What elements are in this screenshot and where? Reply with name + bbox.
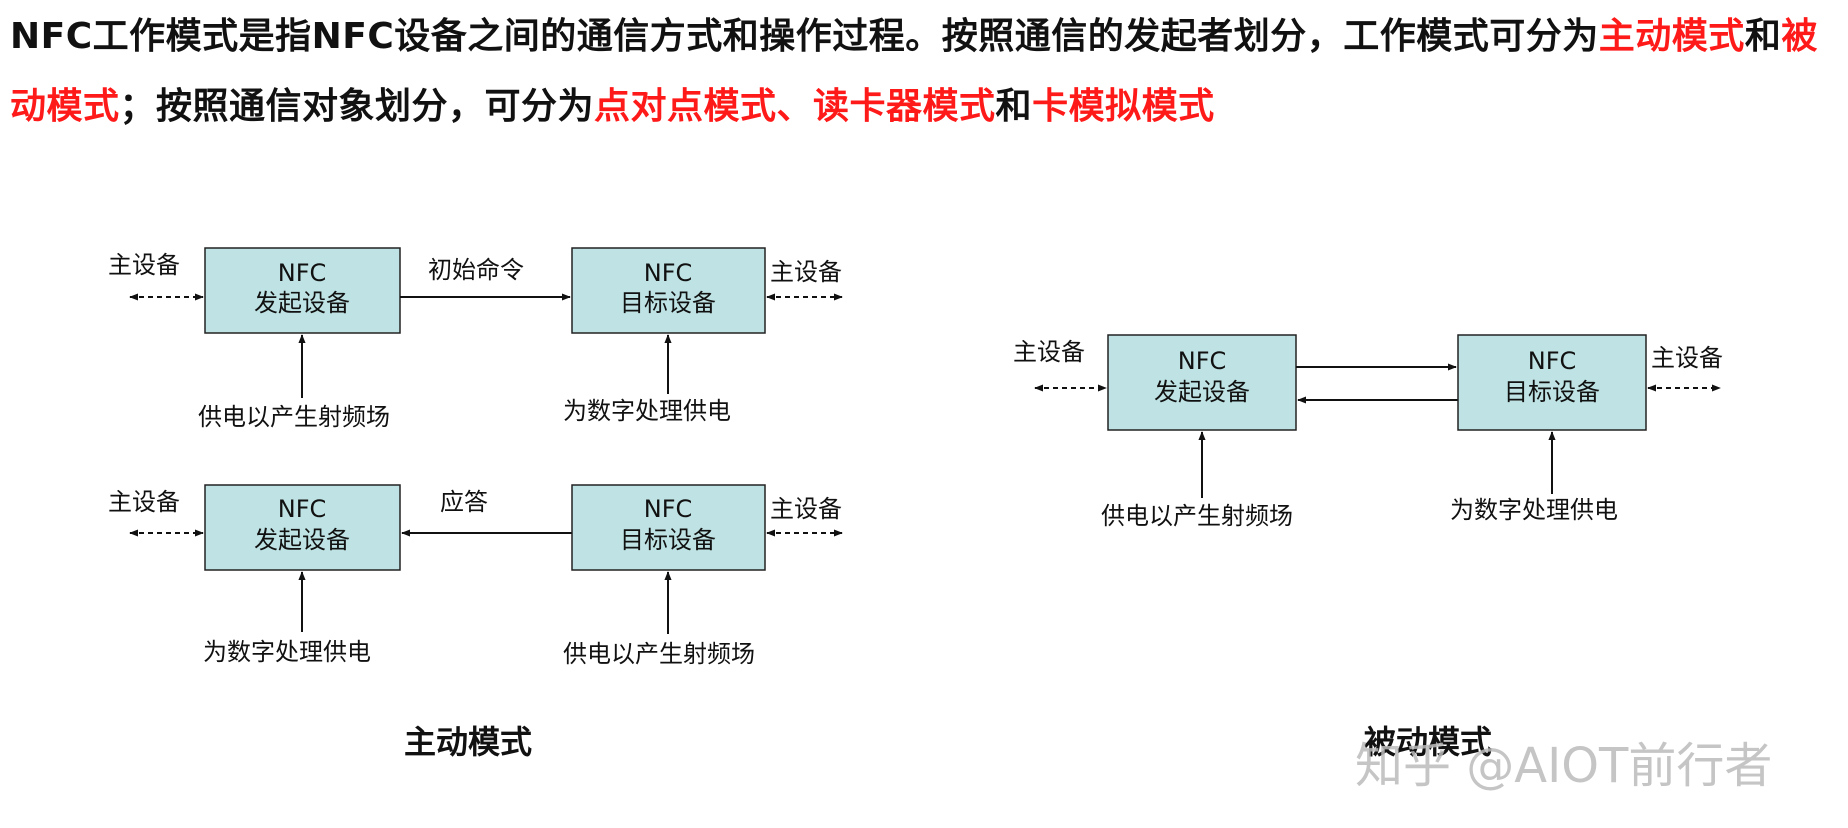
intro-highlight-p2p-reader: 点对点模式、读卡器模式	[594, 86, 996, 127]
nfc-target-box	[571, 484, 766, 571]
target-label: 目标设备	[620, 289, 716, 317]
passive-mode-caption: 被动模式	[1364, 723, 1492, 761]
intro-highlight-passive-mode: 被动模式	[10, 16, 1818, 127]
power-rf-label: 供电以产生射频场	[198, 403, 390, 431]
power-rf-label: 供电以产生射频场	[563, 640, 755, 668]
host-label: 主设备	[108, 488, 180, 516]
intro-highlight-active-mode: 主动模式	[1598, 16, 1745, 57]
initiator-label: 发起设备	[1154, 378, 1250, 406]
intro-text-2: 和	[1744, 16, 1782, 57]
intro-text-1: NFC工作模式是指NFC设备之间的通信方式和操作过程。按照通信的发起者划分，工作…	[10, 16, 1599, 57]
zhihu-watermark: 知乎 @AIOT前行者	[1355, 738, 1772, 794]
nfc-label: NFC	[278, 495, 327, 523]
initiator-label: 发起设备	[254, 289, 350, 317]
nfc-target-box	[571, 247, 766, 334]
host-label: 主设备	[770, 495, 842, 523]
nfc-label: NFC	[1178, 347, 1227, 375]
intro-highlight-card-emulation: 卡模拟模式	[1032, 86, 1215, 127]
nfc-label: NFC	[644, 495, 693, 523]
initiator-label: 发起设备	[254, 526, 350, 554]
target-label: 目标设备	[620, 526, 716, 554]
intro-text-4: 和	[995, 86, 1033, 127]
nfc-initiator-box	[1107, 334, 1297, 431]
nfc-initiator-box	[204, 247, 401, 334]
nfc-label: NFC	[644, 259, 693, 287]
active-mode-caption: 主动模式	[404, 723, 532, 761]
nfc-initiator-box	[204, 484, 401, 571]
target-label: 目标设备	[1504, 378, 1600, 406]
nfc-target-box	[1457, 334, 1647, 431]
intro-text-3: ；按照通信对象划分，可分为	[119, 86, 595, 127]
nfc-label: NFC	[1528, 347, 1577, 375]
response-label: 应答	[440, 488, 488, 516]
nfc-label: NFC	[278, 259, 327, 287]
host-label: 主设备	[1013, 338, 1085, 366]
host-label: 主设备	[770, 258, 842, 286]
host-label: 主设备	[108, 251, 180, 279]
intro-paragraph: NFC工作模式是指NFC设备之间的通信方式和操作过程。按照通信的发起者划分，工作…	[10, 2, 1838, 142]
power-digital-label: 为数字处理供电	[1450, 496, 1618, 524]
host-label: 主设备	[1651, 344, 1723, 372]
init-command-label: 初始命令	[428, 256, 524, 284]
power-digital-label: 为数字处理供电	[563, 397, 731, 425]
power-digital-label: 为数字处理供电	[203, 638, 371, 666]
passive-mode-diagram: 主设备 NFC 发起设备 NFC 目标设备 主设备 供电以产生射频场 为数字处理…	[1013, 334, 1723, 530]
active-request-row: 主设备 NFC 发起设备 初始命令 NFC 目标设备 主设备 供电以产生射频场 …	[108, 247, 843, 431]
active-response-row: 主设备 NFC 发起设备 应答 NFC 目标设备 主设备 为数字处理供电 供电以…	[108, 484, 843, 668]
power-rf-label: 供电以产生射频场	[1101, 502, 1293, 530]
